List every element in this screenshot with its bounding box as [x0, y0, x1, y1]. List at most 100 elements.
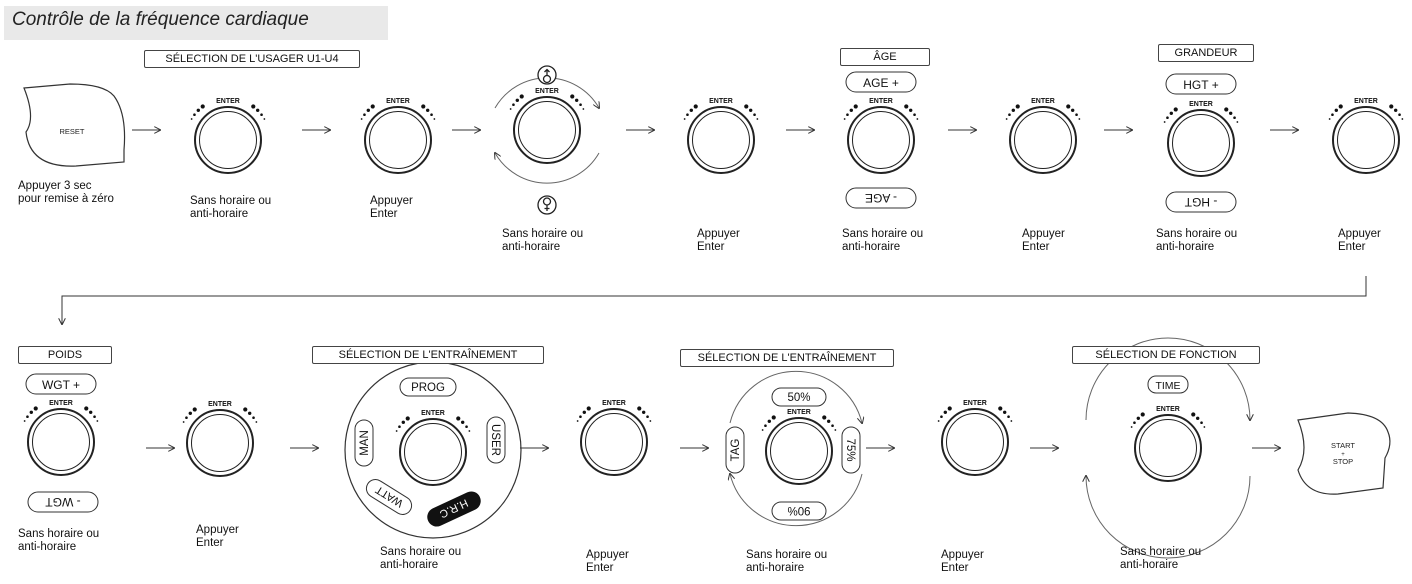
enter-label: ENTER [208, 401, 232, 408]
indicator-dot [468, 430, 471, 432]
enter-label: ENTER [869, 98, 893, 105]
indicator-dot [1233, 116, 1236, 120]
indicator-dot [395, 430, 398, 432]
enter-label: ENTER [1156, 406, 1180, 413]
knob-outer-ring [27, 408, 95, 476]
hgt-minus-pill[interactable]: - HGT [1165, 191, 1237, 213]
enter-knob[interactable]: ENTER [576, 400, 652, 476]
indicator-dot [689, 108, 694, 113]
time-pill[interactable]: TIME [1147, 375, 1189, 394]
wgt-minus-pill[interactable]: - WGT [27, 491, 99, 513]
reset-button[interactable]: RESET [23, 83, 126, 167]
man-pill[interactable]: MAN [354, 419, 374, 467]
indicator-dot [641, 410, 646, 415]
indicator-dot [582, 410, 587, 415]
indicator-dot [904, 104, 909, 109]
enter-knob[interactable]: ENTER [23, 400, 99, 476]
indicator-dot [196, 108, 201, 113]
enter-knob[interactable]: ENTER [395, 410, 471, 486]
indicator-dot [761, 429, 764, 431]
svg-text:90%: 90% [787, 504, 810, 516]
enter-knob[interactable]: ENTER [683, 98, 759, 174]
indicator-dot [1130, 426, 1133, 428]
svg-text:- HGT: - HGT [1184, 195, 1217, 209]
indicator-dot [1200, 421, 1203, 425]
knobs-layer: ENTER ENTER ENTER ENTER ENTER ENTER ENTER ENTER… [23, 88, 1404, 486]
start-label: START [1331, 441, 1355, 450]
p50-pill[interactable]: 50% [771, 387, 827, 407]
knob-outer-ring [194, 106, 262, 174]
indicator-dot [849, 108, 854, 113]
indicator-dot [947, 406, 952, 411]
enter-knob[interactable]: ENTER [509, 88, 585, 164]
indicator-dot [846, 113, 849, 117]
indicator-dot [1070, 108, 1075, 113]
age-plus-pill[interactable]: AGE + [845, 71, 917, 93]
header-user-select: SÉLECTION DE L'USAGER U1-U4 [144, 50, 360, 68]
enter-label: ENTER [602, 400, 626, 407]
knob-outer-ring [399, 418, 467, 486]
female-icon [537, 195, 557, 215]
indicator-dot [943, 410, 948, 415]
indicator-dot [1007, 415, 1010, 419]
enter-knob[interactable]: ENTER [360, 98, 436, 174]
knob-outer-ring [1332, 106, 1400, 174]
user-pill[interactable]: USER [486, 416, 506, 464]
knob-inner-ring [692, 111, 750, 169]
enter-knob[interactable]: ENTER [182, 401, 258, 477]
prog-pill[interactable]: PROG [399, 377, 457, 397]
wgt-plus-pill[interactable]: WGT + [25, 373, 97, 395]
tag-pill[interactable]: TAG [725, 426, 745, 474]
enter-knob[interactable]: ENTER [190, 98, 266, 174]
indicator-dot [84, 406, 89, 411]
indicator-dot [576, 420, 579, 422]
svg-text:- AGE: - AGE [865, 191, 897, 205]
enter-label: ENTER [963, 400, 987, 407]
knob-outer-ring [1009, 106, 1077, 174]
start-stop-button[interactable]: START + STOP [1297, 412, 1391, 495]
hgt-plus-pill[interactable]: HGT + [1165, 73, 1237, 95]
svg-text:AGE +: AGE + [863, 76, 899, 90]
enter-knob[interactable]: ENTER [937, 400, 1013, 476]
indicator-dot [1015, 104, 1020, 109]
indicator-dot [200, 104, 205, 109]
indicator-dot [460, 420, 465, 425]
indicator-dot [1236, 121, 1239, 123]
header-training-select-1: SÉLECTION DE L'ENTRAÎNEMENT [312, 346, 544, 364]
enter-knob[interactable]: ENTER [1163, 101, 1239, 177]
enter-knob[interactable]: ENTER [1130, 406, 1206, 482]
indicator-dot [1224, 107, 1229, 112]
svg-text:- WGT: - WGT [45, 495, 81, 509]
hrc-pill[interactable]: H.R.C [425, 489, 483, 529]
indicator-dot [430, 113, 433, 117]
indicator-dot [748, 108, 753, 113]
knob-inner-ring [1014, 111, 1072, 169]
indicator-dot [579, 415, 582, 419]
reset-label: RESET [59, 127, 84, 136]
enter-label: ENTER [216, 98, 240, 105]
enter-knob[interactable]: ENTER [1328, 98, 1404, 174]
enter-knob[interactable]: ENTER [843, 98, 919, 174]
indicator-dot [1133, 421, 1136, 425]
p75-pill[interactable]: 75% [841, 426, 861, 474]
plus-glyph: + [1341, 452, 1345, 458]
indicator-dot [188, 411, 193, 416]
enter-label: ENTER [386, 98, 410, 105]
enter-knob[interactable]: ENTER [1005, 98, 1081, 174]
indicator-dot [465, 425, 468, 429]
svg-text:TAG: TAG [730, 439, 742, 462]
knob-inner-ring [369, 111, 427, 169]
age-minus-pill[interactable]: - AGE [845, 187, 917, 209]
indicator-dot [1328, 118, 1331, 120]
enter-knob[interactable]: ENTER [761, 409, 837, 485]
p90-pill[interactable]: 90% [771, 501, 827, 521]
knob-inner-ring [1172, 114, 1230, 172]
indicator-dot [401, 420, 406, 425]
indicator-dot [822, 415, 827, 420]
